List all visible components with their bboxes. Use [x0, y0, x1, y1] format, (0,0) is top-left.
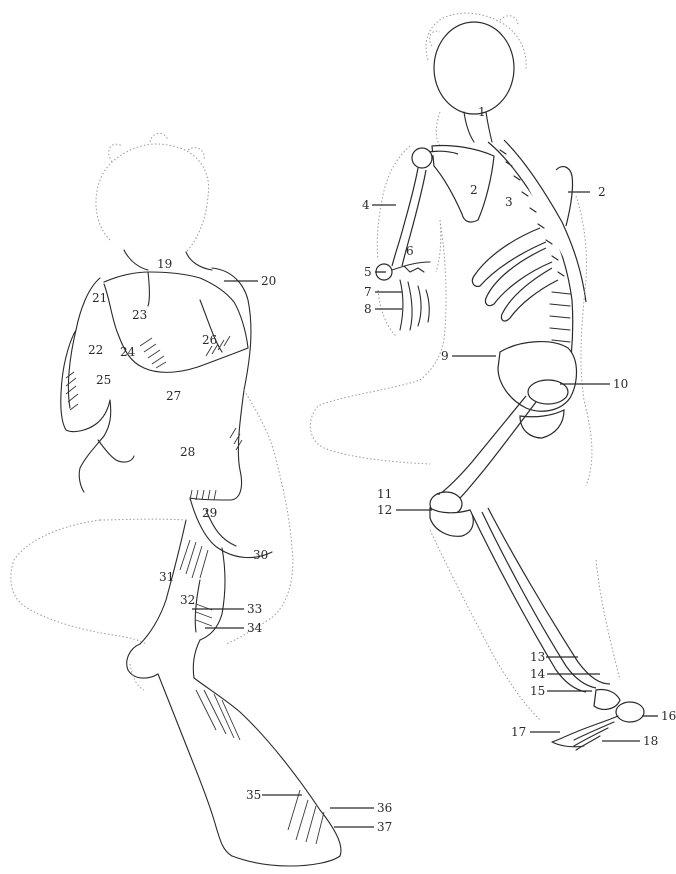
- label-23: 23: [132, 308, 147, 322]
- label-30: 30: [253, 548, 268, 562]
- muscle-figure: [11, 133, 341, 866]
- label-27: 27: [166, 389, 181, 403]
- label-9: 9: [441, 349, 449, 363]
- label-37: 37: [377, 820, 392, 834]
- hand-bones: [400, 266, 429, 330]
- scapula: [432, 145, 494, 222]
- femur: [440, 396, 536, 498]
- label-13: 13: [530, 650, 545, 664]
- label-7: 7: [364, 285, 372, 299]
- muscle-figure-labels: 19 20 21 22 23 24 25 26 27 28 29 30 31 3…: [88, 257, 392, 834]
- label-36: 36: [377, 801, 392, 815]
- label-11: 11: [377, 487, 392, 501]
- label-4: 4: [362, 198, 370, 212]
- tibia-fibula: [472, 508, 610, 692]
- label-17: 17: [511, 725, 526, 739]
- skeleton-figure: [310, 13, 644, 750]
- label-20: 20: [261, 274, 276, 288]
- label-32: 32: [180, 593, 195, 607]
- label-31: 31: [159, 570, 174, 584]
- muscle-figure-hair: [96, 133, 209, 252]
- label-35: 35: [246, 788, 261, 802]
- skull: [434, 22, 514, 114]
- label-34: 34: [247, 621, 263, 635]
- label-12: 12: [377, 503, 392, 517]
- label-1: 1: [478, 105, 486, 119]
- label-21: 21: [92, 291, 107, 305]
- label-14: 14: [530, 667, 546, 681]
- label-6: 6: [406, 244, 414, 258]
- label-29: 29: [202, 506, 217, 520]
- label-2-right: 2: [598, 185, 606, 199]
- label-24: 24: [120, 345, 136, 359]
- label-19: 19: [157, 257, 172, 271]
- label-5: 5: [364, 265, 372, 279]
- label-28: 28: [180, 445, 195, 459]
- label-16: 16: [661, 709, 676, 723]
- label-26: 26: [202, 333, 217, 347]
- label-22: 22: [88, 343, 103, 357]
- label-10: 10: [613, 377, 628, 391]
- label-15: 15: [530, 684, 545, 698]
- label-2-scapula: 2: [470, 183, 478, 197]
- label-25: 25: [96, 373, 111, 387]
- label-33: 33: [247, 602, 262, 616]
- label-3: 3: [505, 195, 513, 209]
- label-18: 18: [643, 734, 658, 748]
- label-8: 8: [364, 302, 372, 316]
